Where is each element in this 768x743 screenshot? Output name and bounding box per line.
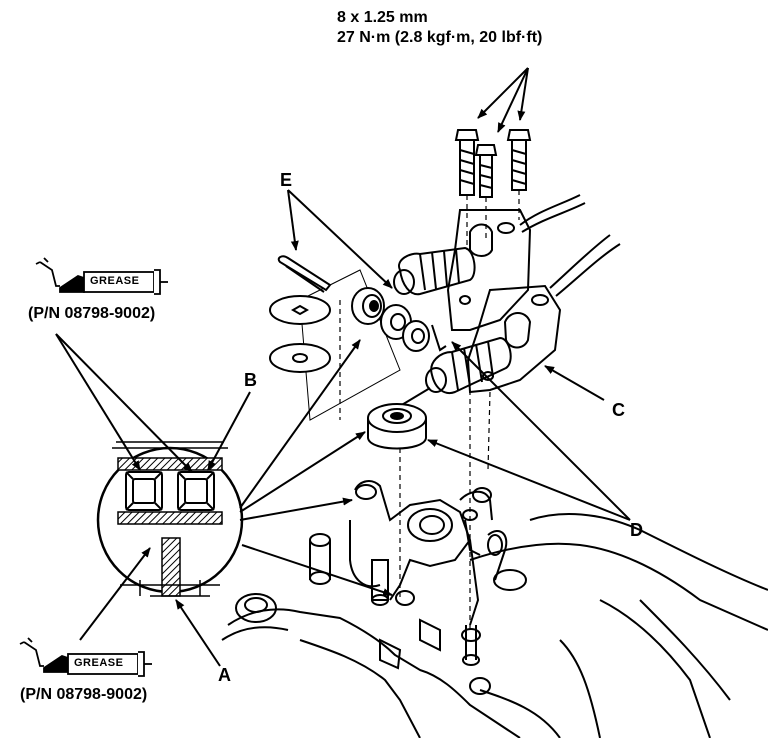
detail-lower-plate [117, 511, 223, 525]
flange-bolts [454, 129, 532, 198]
detail-base [120, 580, 220, 597]
part-number-bottom: (P/N 08798-9002) [20, 686, 148, 703]
bushing-large [367, 403, 427, 450]
grease-icon-bottom [19, 637, 152, 677]
callout-c: C [612, 400, 625, 420]
callout-d: D [630, 520, 643, 540]
bolt-2 [474, 144, 498, 198]
leader-lines [55, 67, 631, 667]
torque-spec-label: 27 N·m (2.8 kgf·m, 20 lbf·ft) [337, 29, 543, 46]
callout-a: A [218, 665, 231, 685]
cable-bracket [446, 209, 562, 394]
grease-icon [35, 257, 168, 295]
cable-boot-upper [393, 246, 476, 296]
alignment-lines [339, 190, 520, 630]
detail-top-lines [112, 441, 228, 449]
transmission-housing [221, 513, 768, 739]
bolt-size-label: 8 x 1.25 mm [337, 9, 428, 26]
grease-tag-top: GREASE [90, 275, 140, 287]
bushing-plane [299, 269, 401, 421]
washer-lower [269, 343, 331, 373]
shift-lever-assembly [349, 480, 508, 666]
bushing-set [351, 287, 447, 352]
detail-upper-plate [117, 457, 223, 471]
detail-bushing-right [177, 471, 215, 511]
part-number-top: (P/N 08798-9002) [28, 305, 156, 322]
bolt-3 [506, 129, 532, 191]
shift-cables [519, 194, 621, 297]
callout-b: B [244, 370, 257, 390]
cotter-pin [277, 255, 332, 293]
callout-e: E [280, 170, 293, 190]
washer-upper [269, 295, 331, 325]
grease-tag-bottom: GREASE [74, 657, 124, 669]
detail-pin [161, 537, 181, 597]
bolt-1 [454, 129, 480, 196]
detail-bushing-left [125, 471, 163, 511]
detail-view [96, 441, 244, 597]
